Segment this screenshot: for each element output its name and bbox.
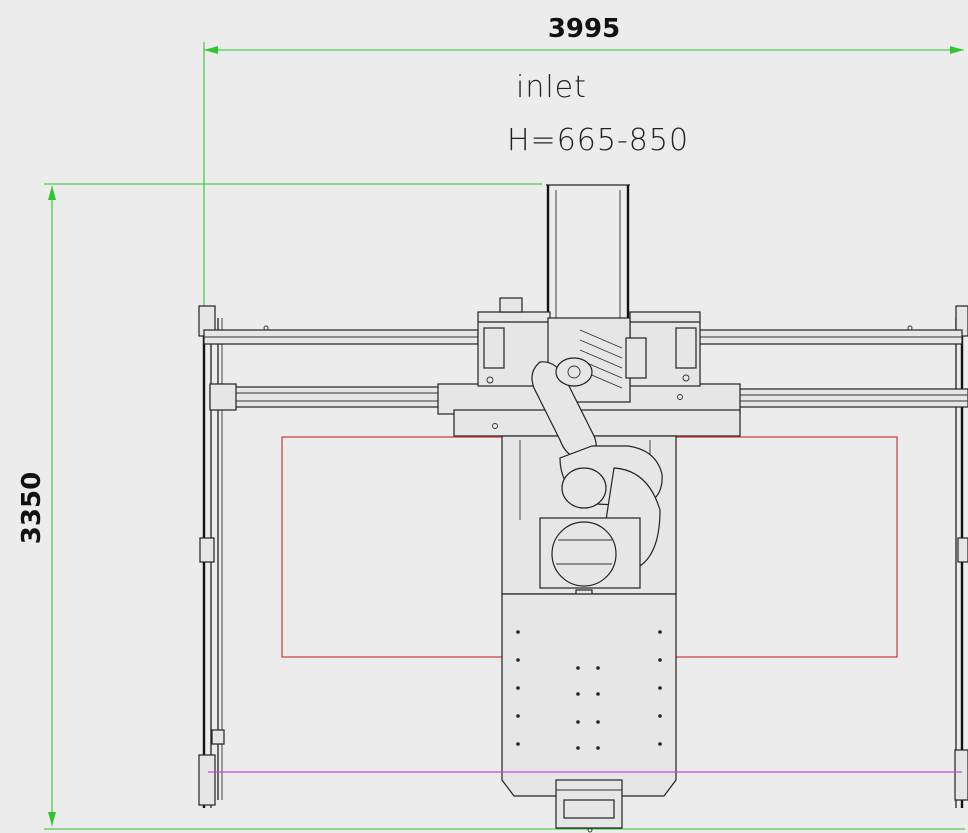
width-dimension-label: 3995 [548, 14, 620, 44]
frame-left-rail [198, 305, 225, 808]
height-dimension: 3350 [17, 183, 965, 830]
height-dimension-label: 3350 [17, 472, 47, 544]
frame-right-rail [954, 305, 968, 808]
pallet-table [501, 593, 677, 797]
robot-arm-icon [531, 357, 663, 623]
width-dimension: 3995 [203, 14, 964, 312]
inlet-conveyor [546, 184, 630, 318]
linear-slide-right [721, 388, 968, 408]
linear-slide-left [209, 383, 461, 411]
controller-box-icon [555, 779, 623, 833]
inlet-label: inlet [516, 70, 587, 105]
inlet-height-label: H=665-850 [507, 123, 689, 158]
frame-top-crossbar [203, 325, 963, 345]
